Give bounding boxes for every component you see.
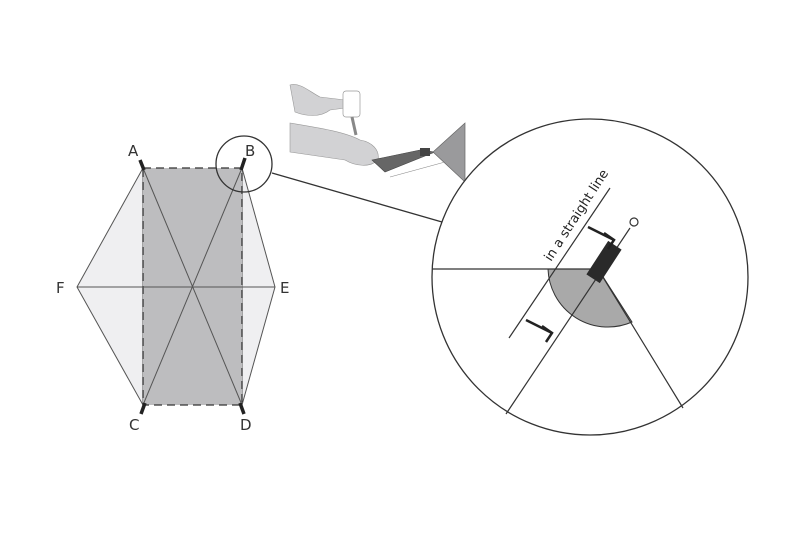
detail-view: in a straight line — [431, 118, 749, 436]
arrow-upper — [587, 225, 616, 250]
hammer-illustration — [289, 84, 466, 183]
hand — [289, 122, 379, 166]
stake-c — [139, 402, 147, 415]
stake-a — [138, 159, 146, 171]
hammer-head — [342, 90, 361, 118]
hexagon-plan: A B C D E F — [56, 135, 443, 434]
label-e: E — [280, 279, 289, 297]
stake-b — [239, 157, 247, 171]
tent-corner — [432, 122, 466, 183]
label-b: B — [245, 142, 255, 160]
stake-d — [238, 402, 246, 415]
label-c: C — [129, 416, 139, 434]
wedge — [547, 268, 633, 328]
peg-loop — [629, 217, 639, 227]
label-f: F — [56, 279, 65, 297]
straight-line-guide — [508, 187, 611, 339]
arrow-lower — [525, 318, 554, 343]
callout-line — [271, 172, 443, 223]
tensioner — [586, 240, 622, 284]
label-d: D — [240, 416, 252, 434]
magnify-circle-b — [215, 135, 273, 193]
label-a: A — [128, 142, 139, 160]
